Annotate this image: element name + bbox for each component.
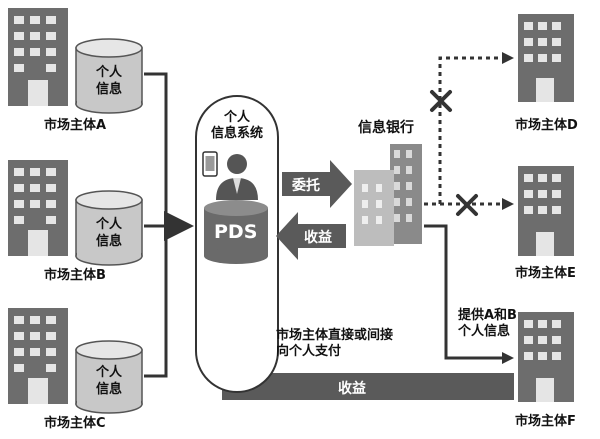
income-top-label: 收益 — [304, 230, 332, 246]
entity-d-label: 市场主体D — [515, 118, 578, 133]
database-b-label: 个人 信息 — [79, 216, 139, 250]
database-c-label-line1: 个人 — [95, 365, 122, 380]
database-b-label-line1: 个人 — [95, 217, 122, 232]
building-b-icon — [8, 160, 68, 256]
pds-label: PDS — [214, 221, 258, 243]
arrowhead-d-icon — [502, 52, 514, 64]
database-a-icon — [75, 38, 143, 114]
database-a-label-line2: 信息 — [95, 82, 122, 97]
block-x-icon-e — [456, 194, 478, 216]
building-c-icon — [8, 308, 68, 404]
pds-system-title-line2: 信息系统 — [210, 126, 263, 141]
building-d-icon — [518, 14, 574, 102]
entity-c-label: 市场主体C — [44, 416, 106, 431]
arrowhead-e-icon — [502, 198, 514, 210]
blocked-dotted-lines — [424, 56, 506, 206]
building-a-icon — [8, 8, 68, 106]
entity-e-label: 市场主体E — [515, 266, 576, 281]
entity-f-label: 市场主体F — [515, 414, 576, 429]
payment-note-label: 市场主体直接或间接 向个人支付 — [276, 328, 393, 360]
delegate-arrow — [282, 160, 352, 208]
database-c-label-line2: 信息 — [95, 382, 122, 397]
phone-icon — [202, 151, 218, 177]
provide-info-label: 提供A和B 个人信息 — [458, 308, 517, 340]
income-top-arrow — [276, 212, 346, 260]
income-bottom-label: 收益 — [338, 381, 366, 397]
arrowhead-f-icon — [502, 352, 514, 364]
provide-info-line1: 提供A和B — [458, 308, 517, 323]
entity-a-label: 市场主体A — [44, 118, 107, 133]
pds-system-title: 个人 信息系统 — [200, 110, 274, 142]
pds-system-title-line1: 个人 — [223, 110, 250, 125]
payment-note-line2: 向个人支付 — [276, 344, 342, 359]
block-x-icon-d — [430, 90, 452, 112]
database-a-label: 个人 信息 — [79, 64, 139, 98]
provide-info-line2: 个人信息 — [458, 324, 511, 339]
pds-database-icon — [204, 200, 268, 264]
payment-note-line1: 市场主体直接或间接 — [276, 328, 394, 343]
db-to-pds-connectors — [144, 72, 194, 378]
info-bank-label: 信息银行 — [358, 120, 414, 136]
entity-b-label: 市场主体B — [44, 268, 106, 283]
building-e-icon — [518, 166, 574, 256]
building-f-icon — [518, 312, 574, 402]
database-b-label-line2: 信息 — [95, 234, 122, 249]
database-c-icon — [75, 340, 143, 414]
database-c-label: 个人 信息 — [79, 364, 139, 398]
info-bank-building-icon — [354, 144, 422, 246]
bank-to-f-connector — [424, 224, 506, 360]
delegate-label: 委托 — [292, 178, 320, 194]
database-b-icon — [75, 190, 143, 266]
person-icon — [216, 154, 258, 200]
database-a-label-line1: 个人 — [95, 65, 122, 80]
